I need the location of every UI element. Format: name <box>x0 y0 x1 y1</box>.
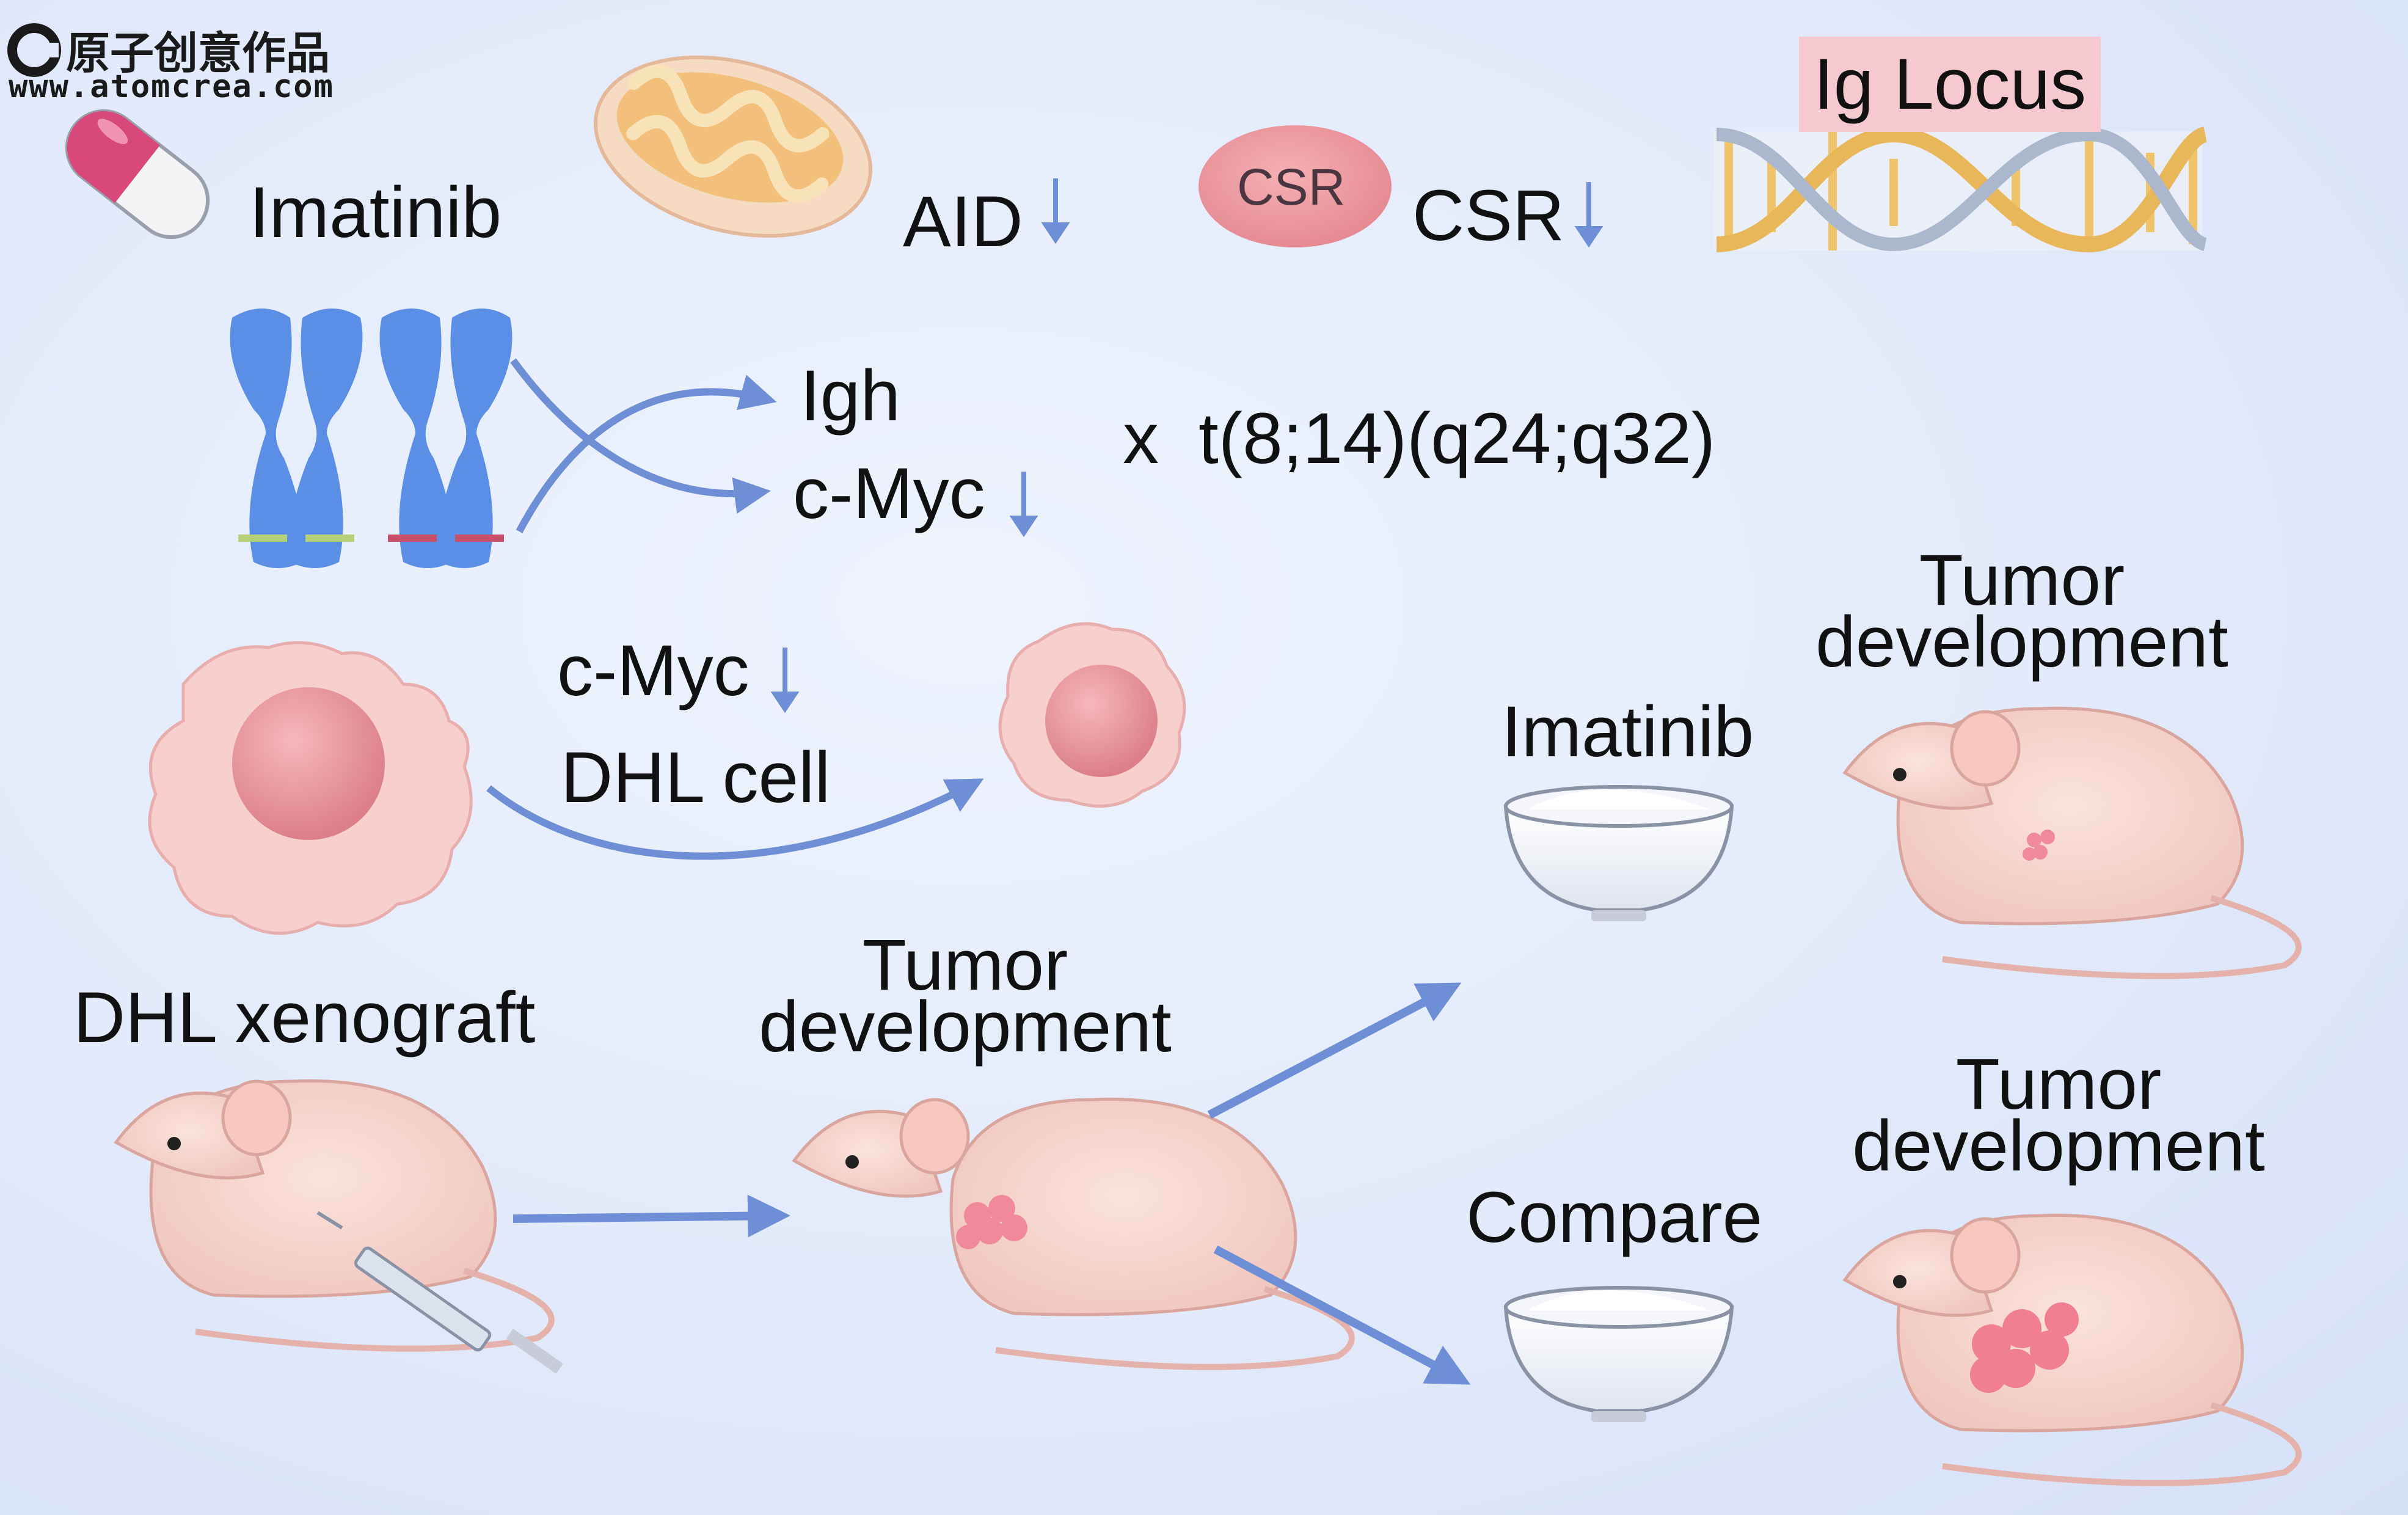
label-tumor-center-line1: Tumor <box>862 925 1068 1006</box>
watermark-brand: 原子创意作品 <box>66 27 330 79</box>
crossover-arrow-top <box>516 374 777 533</box>
dna-helix-icon <box>1713 126 2208 253</box>
cell-transition-arrow <box>486 778 984 860</box>
mouse-control-icon <box>1842 1213 2302 1486</box>
mouse-xenograft-icon <box>114 1079 563 1374</box>
label-cmyc-top: c-Myc <box>793 453 985 534</box>
label-tumor-center: Tumor development <box>739 925 1191 1068</box>
mitochondrion-icon <box>593 56 873 238</box>
syringe-icon <box>316 1211 563 1374</box>
csr-badge-label: CSR <box>1237 158 1346 216</box>
label-tumor-top-line2: development <box>1815 602 2228 683</box>
label-translocation-x: x <box>1123 398 1159 479</box>
label-csr: CSR <box>1412 175 1565 256</box>
watermark-url: www.atomcrea.com <box>9 68 334 105</box>
label-tumor-center-line2: development <box>759 987 1172 1068</box>
label-dhl-xenograft: DHL xenograft <box>73 977 536 1058</box>
crossover-arrow-bottom <box>510 358 771 514</box>
label-translocation: t(8;14)(q24;q32) <box>1199 398 1716 479</box>
lymphoma-cell-small-icon <box>998 622 1186 808</box>
brand-logo-icon <box>7 23 61 77</box>
label-tumor-top-line1: Tumor <box>1919 540 2125 621</box>
chromosome-left-icon <box>230 308 363 568</box>
label-ig-locus: Ig Locus <box>1799 37 2101 132</box>
label-tumor-top: Tumor development <box>1790 540 2254 683</box>
control-bowl-icon <box>1503 1286 1734 1422</box>
lymphoma-cell-large-icon <box>148 641 473 935</box>
label-tumor-bottom-line2: development <box>1852 1106 2265 1187</box>
label-igh: Igh <box>800 356 901 436</box>
arrow-to-treatment <box>1207 982 1462 1119</box>
arrow-xenograft-to-tumor <box>513 1194 790 1238</box>
label-imatinib-top: Imatinib <box>249 172 502 253</box>
down-arrow-icon <box>770 178 1604 714</box>
label-imatinib-treatment: Imatinib <box>1501 692 1754 772</box>
chromosome-right-icon <box>379 308 513 568</box>
label-dhl-cell: DHL cell <box>561 737 831 818</box>
label-aid: AID <box>903 181 1023 262</box>
label-tumor-bottom: Tumor development <box>1826 1044 2291 1187</box>
arrow-to-control <box>1213 1245 1471 1385</box>
mouse-tumor-center-icon <box>792 1097 1355 1370</box>
csr-badge-shape <box>1199 125 1392 247</box>
treatment-bowl-icon <box>1503 785 1734 921</box>
mouse-treated-icon <box>1842 706 2302 979</box>
label-compare: Compare <box>1466 1177 1763 1258</box>
pill-capsule-icon <box>65 109 210 239</box>
label-tumor-bottom-line1: Tumor <box>1955 1044 2162 1125</box>
label-cmyc-mid: c-Myc <box>557 630 750 711</box>
